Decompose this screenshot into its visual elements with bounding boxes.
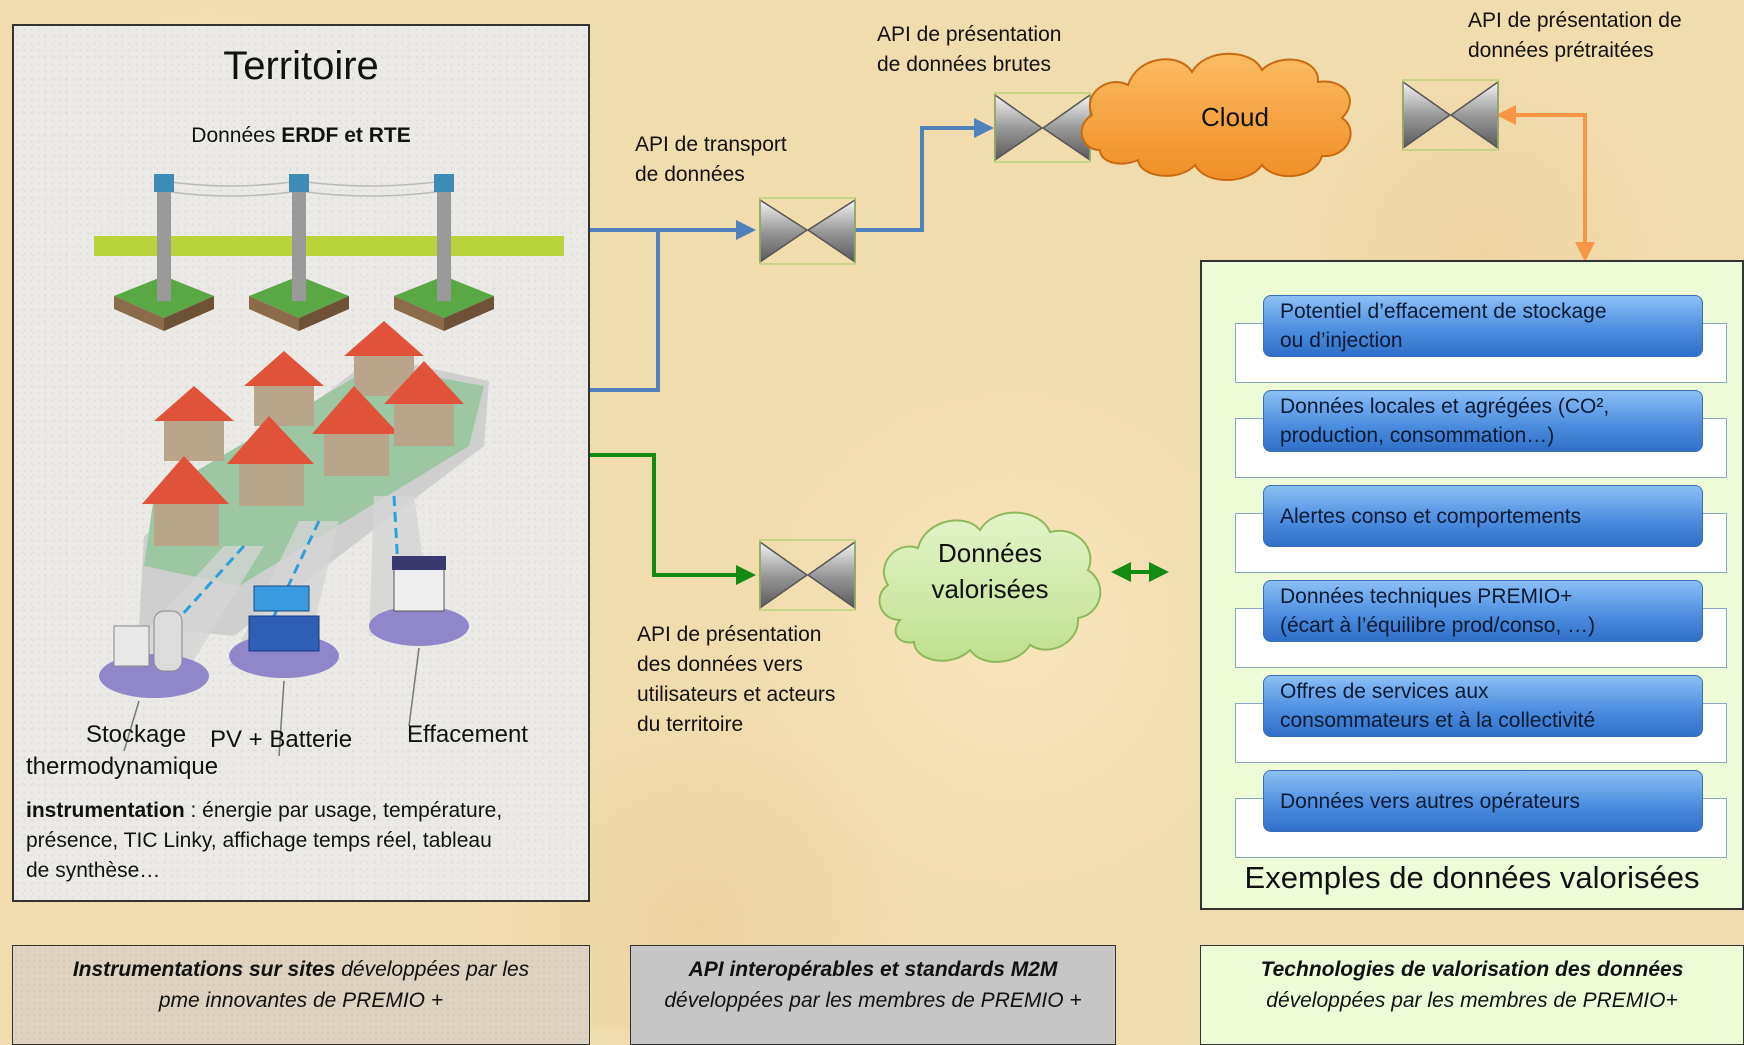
erdf-rte-label: Données ERDF et RTE: [191, 124, 411, 147]
tank-icon: [153, 610, 183, 672]
bottom-box-api: API interopérables et standards M2M déve…: [630, 945, 1116, 1045]
instrumentation-text: instrumentation : énergie par usage, tem…: [26, 799, 503, 882]
api-pretraitees-label: API de présentation de données prétraité…: [1468, 9, 1682, 62]
example-item-donnees-techniques: Données techniques PREMIO+(écart à l’équ…: [1235, 580, 1727, 668]
valve-icon-transport: [759, 197, 856, 265]
pylon-icon: [114, 174, 214, 331]
cloud-shape-green: [878, 511, 1102, 663]
battery-icon: [253, 585, 310, 612]
cloud-shape-orange: [1080, 52, 1352, 181]
api-brutes-label: API de présentation de données brutes: [877, 23, 1062, 76]
pylon-icon: [249, 174, 349, 331]
label-effacement: Effacement: [407, 721, 528, 748]
donnees-valorisees-label: Données valorisées: [931, 538, 1049, 604]
examples-title: Exemples de données valorisées: [1244, 860, 1700, 895]
cloud-label: Cloud: [1201, 102, 1269, 132]
house-icon: [227, 416, 314, 506]
example-item-autres-operateurs: Données vers autres opérateurs: [1235, 770, 1727, 858]
example-item-alertes: Alertes conso et comportements: [1235, 485, 1727, 573]
effacement-disc: [369, 606, 469, 646]
api-transport-label: API de transport de données: [635, 133, 787, 186]
meter-icon: [393, 565, 445, 612]
valve-icon-utilisateurs: [759, 539, 856, 611]
example-item-donnees-locales: Données locales et agrégées (CO², produc…: [1235, 390, 1727, 478]
meter-top-icon: [392, 556, 446, 570]
label-pv-batterie: PV + Batterie: [210, 726, 353, 753]
house-icon: [384, 361, 464, 446]
house-icon: [154, 386, 234, 461]
solar-panel-icon: [248, 615, 320, 652]
house-icon: [312, 386, 399, 476]
house-icon: [244, 351, 324, 426]
house-icon: [142, 456, 229, 546]
heat-pump-icon: [113, 625, 150, 667]
territoire-panel: Territoire Données ERDF et RTE Stockage …: [12, 24, 590, 902]
label-thermodynamique: thermodynamique: [26, 753, 219, 780]
api-utilisateurs-label: API de présentation des données vers uti…: [637, 623, 836, 736]
pylon-icon: [394, 174, 494, 331]
valve-icon-brutes: [994, 92, 1091, 163]
valve-icon-pretraitees: [1402, 79, 1499, 151]
label-stockage: Stockage: [86, 721, 187, 748]
orange-data-line: [1496, 105, 1595, 262]
bottom-box-technologies: Technologies de valorisation des données…: [1200, 945, 1744, 1045]
territory-illustration: [94, 174, 564, 757]
bottom-box-instrumentations: Instrumentations sur sites développées p…: [12, 945, 590, 1045]
territoire-title: Territoire: [223, 44, 379, 88]
